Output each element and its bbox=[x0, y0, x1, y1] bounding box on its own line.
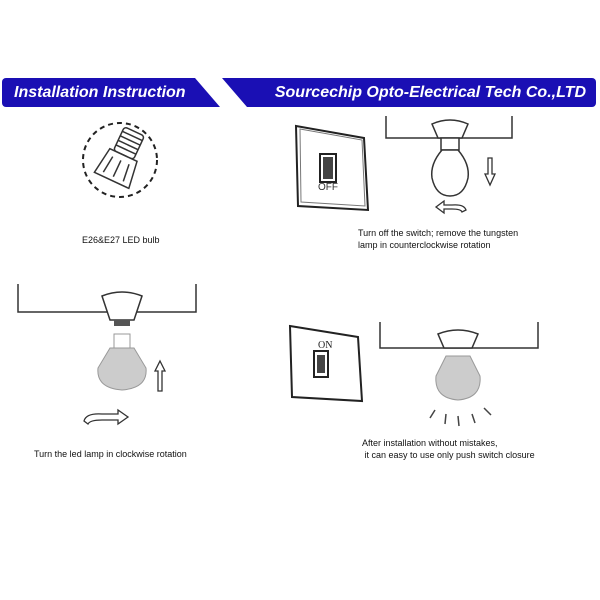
banner-right-title: Sourcechip Opto-Electrical Tech Co.,LTD bbox=[274, 84, 586, 101]
caption-bulb-type: E26&E27 LED bulb bbox=[82, 235, 160, 245]
led-bulb-lit-icon bbox=[379, 322, 539, 427]
wall-switch-on-icon bbox=[288, 324, 364, 403]
switch-on-label: ON bbox=[318, 340, 333, 351]
switch-off-label: OFF bbox=[318, 182, 338, 193]
clockwise-arrow-icon bbox=[83, 408, 130, 426]
banner-left-title: Installation Instruction bbox=[14, 84, 186, 101]
tungsten-bulb-ceiling-icon bbox=[385, 116, 513, 197]
caption-remove-old-line-1: Turn off the switch; remove the tungsten bbox=[358, 228, 519, 238]
led-bulb-ceiling-install-icon bbox=[17, 284, 197, 391]
bulb-base-detail-icon bbox=[82, 122, 158, 198]
caption-remove-old: Turn off the switch; remove the tungsten… bbox=[358, 227, 518, 251]
arrow-up-icon bbox=[153, 359, 167, 392]
caption-remove-old-line-2: lamp in counterclockwise rotation bbox=[358, 240, 491, 250]
banner-company-name: Sourcechip Opto-Electrical Tech Co.,LTD bbox=[222, 78, 596, 107]
caption-install-led: Turn the led lamp in clockwise rotation bbox=[34, 449, 187, 459]
caption-switch-on-line-1: After installation without mistakes, bbox=[362, 438, 498, 448]
caption-switch-on: After installation without mistakes, it … bbox=[362, 437, 535, 461]
banner-installation-instruction: Installation Instruction bbox=[2, 78, 220, 107]
caption-switch-on-line-2: it can easy to use only push switch clos… bbox=[362, 450, 535, 460]
counterclockwise-arrow-icon bbox=[434, 199, 467, 215]
wall-switch-off-icon bbox=[294, 124, 370, 212]
arrow-down-icon bbox=[483, 157, 497, 187]
